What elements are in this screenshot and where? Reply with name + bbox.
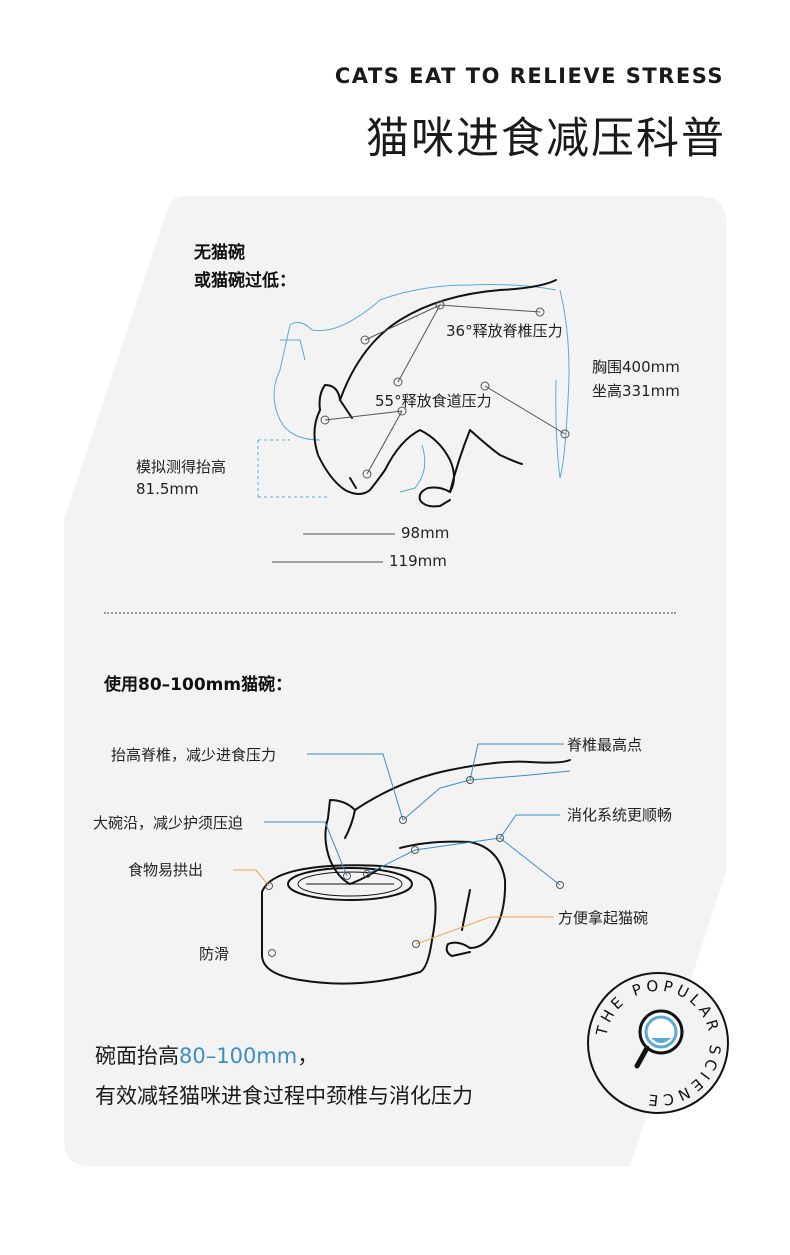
anti-slip-label: 防滑 — [199, 945, 230, 963]
spine-top-label: 脊椎最高点 — [567, 736, 643, 754]
section-divider — [104, 612, 676, 614]
wide-rim-label: 大碗沿，减少护须压迫 — [93, 814, 244, 832]
spine-pressure-label: 36°释放脊椎压力 — [446, 322, 563, 340]
cat-with-bowl-illustration — [233, 743, 571, 985]
easy-lift-label: 方便拿起猫碗 — [558, 909, 649, 927]
low-bowl-heading: 或猫碗过低： — [194, 271, 296, 291]
summary-suffix: ， — [297, 1044, 319, 1068]
magnifier-icon — [634, 1009, 684, 1069]
esophagus-pressure-label: 55°释放食道压力 — [375, 392, 492, 410]
sitting-height-label: 坐高331mm — [592, 382, 680, 400]
no-bowl-heading: 无猫碗 — [194, 243, 245, 263]
width-119-label: 119mm — [389, 552, 447, 570]
chest-girth-label: 胸围400mm — [592, 358, 680, 376]
bowl-recommendation-heading: 使用80–100mm猫碗： — [104, 675, 293, 695]
food-push-label: 食物易拱出 — [128, 861, 204, 879]
summary-highlight: 80–100mm — [179, 1044, 298, 1068]
cat-without-bowl-illustration — [257, 279, 570, 563]
english-title: CATS EAT TO RELIEVE STRESS — [334, 64, 724, 88]
popular-science-badge: THE POPULAR SCIENCE — [587, 972, 729, 1114]
chinese-title: 猫咪进食减压科普 — [366, 114, 726, 164]
summary-line-1: 碗面抬高80–100mm， — [95, 1040, 318, 1070]
raise-value-label: 81.5mm — [136, 480, 199, 498]
digestion-label: 消化系统更顺畅 — [567, 806, 673, 824]
summary-line-2: 有效减轻猫咪进食过程中颈椎与消化压力 — [95, 1084, 473, 1108]
summary-prefix: 碗面抬高 — [95, 1044, 179, 1068]
width-98-label: 98mm — [401, 524, 450, 542]
raise-spine-label: 抬高脊椎，减少进食压力 — [111, 746, 277, 764]
simulated-raise-label: 模拟测得抬高 — [136, 458, 227, 476]
